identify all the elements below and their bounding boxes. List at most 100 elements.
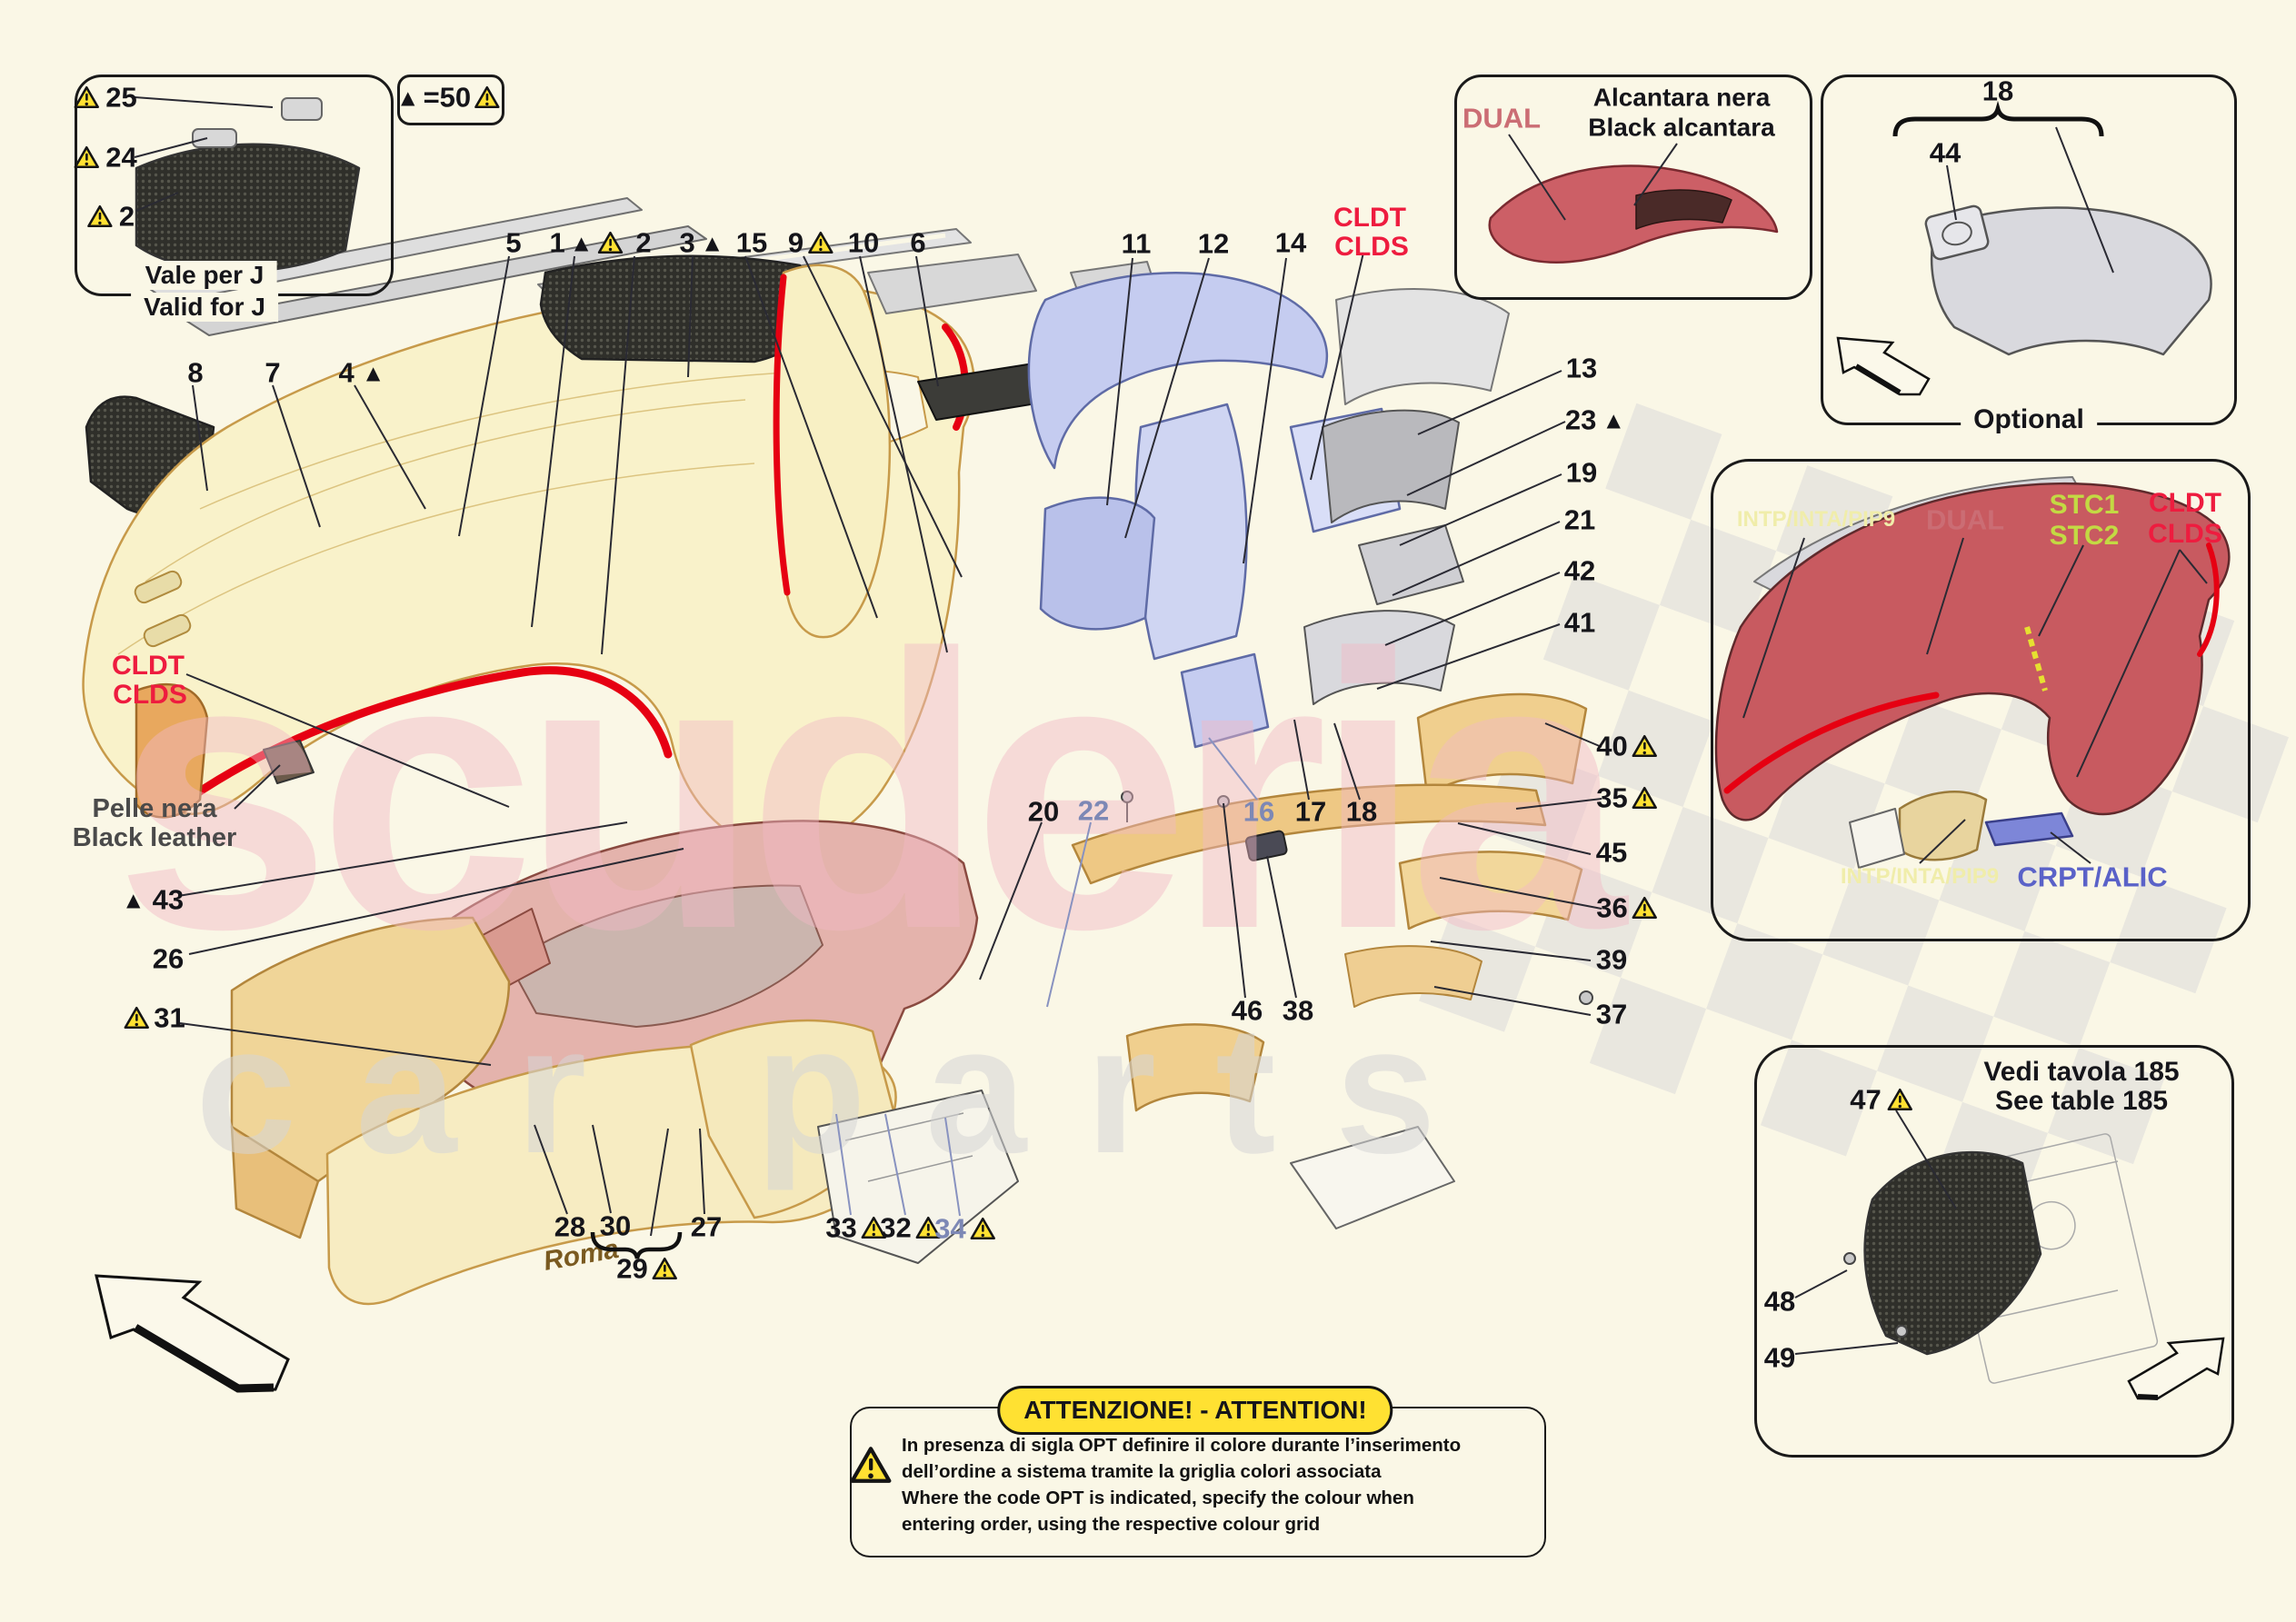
callout-40: 40 [1596,732,1658,761]
warning-icon [474,85,500,109]
callout-32: 32 [880,1214,942,1242]
black-triangle-icon: ▲ [395,84,420,111]
callout-29: 29 [616,1255,678,1283]
callout-49: 49 [1763,1341,1796,1374]
warning-icon [971,1217,996,1240]
callout-19: 19 [1565,456,1598,489]
alcantara-label-en: Black alcantara [1588,113,1775,142]
callout-38: 38 [1282,994,1314,1027]
callout-7: 7 [265,356,281,389]
callout-4: 4▲ [338,356,385,389]
dual-code-label: DUAL [1462,102,1542,134]
clds-label-top: CLDS [1334,232,1409,263]
svg-text:car parts: car parts [195,989,1495,1191]
callout-45: 45 [1595,836,1628,869]
leather-label-it: Pelle nera [92,793,217,823]
trim-code-intp-top: INTP/INTA/PIP9 [1736,507,1896,532]
callout-8: 8 [187,356,204,389]
attention-line1: In presenza di sigla OPT definire il col… [902,1435,1462,1456]
warning-icon [1632,734,1658,758]
callout-43: ▲43 [121,883,185,916]
triangle-legend: ▲=50 [396,84,500,112]
valid-j-caption-en: Valid for J [131,293,278,322]
alcantara-label-it: Alcantara nera [1592,83,1771,112]
callout-11: 11 [1121,227,1152,260]
triangle-legend-box [397,75,504,125]
leader-lines-blue [835,737,1258,1217]
warning-icon [1888,1088,1913,1111]
dual-alcantara-box [1454,75,1812,300]
trim-code-crpt: CRPT/ALIC [2017,861,2168,893]
callout-9: 9 [788,229,834,257]
leather-label-en: Black leather [72,822,237,852]
callout-2-box: 2 [87,203,135,231]
warning-icon [1632,896,1658,920]
optional-box [1821,75,2237,425]
attention-line3: Where the code OPT is indicated, specify… [902,1488,1414,1509]
attention-line4: entering order, using the respective col… [902,1514,1321,1536]
callout-28: 28 [554,1210,586,1243]
exploded-parts-drawing: Roma [82,97,2231,1384]
callout-34: 34 [934,1215,996,1243]
leader-lines [134,96,2208,1355]
valid-j-caption-it: Vale per J [132,261,277,290]
callout-30: 30 [599,1209,632,1242]
callout-6: 6 [910,226,926,259]
callout-47: 47 [1850,1086,1913,1114]
callout-2: 2 [635,226,652,259]
trim-code-dual: DUAL [1925,503,2005,536]
cldt-label-top: CLDT [1333,203,1406,234]
clds-label-left: CLDS [113,680,187,711]
warning-icon [1632,786,1658,810]
callout-22: 22 [1077,794,1110,827]
black-triangle-icon: ▲ [121,886,145,913]
warning-icon-large [850,1447,892,1484]
callout-16: 16 [1243,795,1275,828]
callout-1: 1▲ [550,229,624,257]
callout-20: 20 [1027,795,1060,828]
callout-37: 37 [1595,998,1628,1030]
trim-codes-box [1711,459,2251,941]
scuderia-watermark: scuderia car parts [115,574,1642,1191]
trim-code-cldt: CLDT [2149,488,2221,519]
callout-31: 31 [124,1004,185,1032]
callout-5: 5 [505,226,522,259]
black-triangle-icon: ▲ [700,229,724,256]
warning-icon [74,145,99,169]
callout-24: 24 [74,144,137,172]
callout-42: 42 [1563,554,1596,587]
warning-icon [124,1006,149,1030]
callout-14: 14 [1274,226,1307,259]
warning-icon [87,204,113,228]
warning-icon [653,1257,678,1280]
callout-3: 3▲ [679,226,724,259]
callout-27: 27 [690,1210,723,1243]
callout-18-group: 18 [1982,75,2014,107]
attention-line2: dell’ordine a sistema tramite la griglia… [902,1461,1382,1483]
callout-17: 17 [1294,795,1327,828]
callout-35: 35 [1596,784,1658,812]
callout-12: 12 [1197,227,1230,260]
warning-icon [74,85,99,109]
black-triangle-icon: ▲ [1602,406,1626,433]
trim-code-intp-bottom: INTP/INTA/PIP9 [1840,864,2000,889]
see-table-caption-it: Vedi tavola 185 [1983,1057,2180,1088]
callout-46: 46 [1231,994,1263,1027]
trim-code-clds: CLDS [2148,519,2222,550]
warning-icon [808,231,834,254]
trim-code-stc1: STC1 [2049,490,2120,521]
attention-warning-icon-wrap [850,1447,892,1484]
black-triangle-icon: ▲ [569,229,594,256]
black-triangle-icon: ▲ [361,359,385,386]
optional-caption: Optional [1961,404,2097,435]
svg-text:scuderia: scuderia [115,574,1629,1010]
trim-code-stc2: STC2 [2049,521,2120,552]
callout-39: 39 [1595,943,1628,976]
callout-33: 33 [825,1214,887,1242]
attention-title: ATTENZIONE! - ATTENTION! [997,1386,1393,1435]
callout-36: 36 [1596,894,1658,922]
callout-15: 15 [735,226,768,259]
callout-26: 26 [152,942,185,975]
